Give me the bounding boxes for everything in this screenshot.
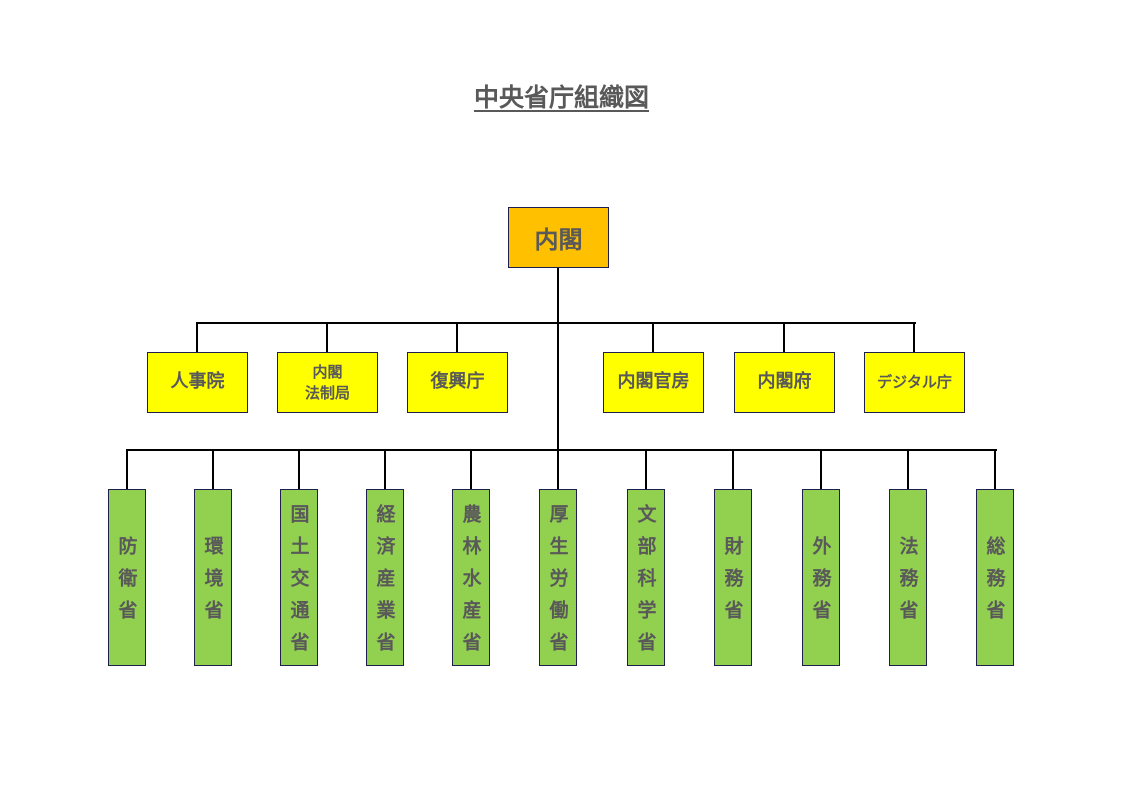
node-label: 農林水産省 <box>459 504 482 664</box>
node-label: 防衛省 <box>115 536 138 632</box>
ministry-connector <box>298 450 300 489</box>
agency-connector <box>196 323 198 352</box>
node-label: 財務省 <box>721 536 744 632</box>
node-ministry: 経済産業省 <box>366 489 404 666</box>
node-digital-agency: デジタル庁 <box>864 352 965 413</box>
ministry-connector <box>384 450 386 489</box>
node-label: 内閣 <box>534 226 583 254</box>
node-ministry: 財務省 <box>714 489 752 666</box>
node-label: 法務省 <box>896 536 919 632</box>
node-cabinet-secretariat: 内閣官房 <box>603 352 704 413</box>
node-cabinet: 内閣 <box>508 207 609 268</box>
node-ministry: 国土交通省 <box>280 489 318 666</box>
node-ministry: 厚生労働省 <box>539 489 577 666</box>
ministry-connector <box>557 450 559 489</box>
agency-connector <box>783 323 785 352</box>
node-ministry: 環境省 <box>194 489 232 666</box>
title-text: 中央省庁組織図 <box>473 83 649 112</box>
ministry-bus-line <box>126 449 997 451</box>
ministry-connector <box>470 450 472 489</box>
node-cabinet-legislation-bureau: 内閣 法制局 <box>277 352 378 413</box>
node-label: デジタル庁 <box>877 373 952 392</box>
node-label: 人事院 <box>170 371 225 393</box>
ministry-connector <box>212 450 214 489</box>
node-label: 内閣府 <box>757 371 812 393</box>
agency-connector <box>326 323 328 352</box>
root-connector <box>557 267 559 451</box>
node-label: 文部科学省 <box>634 504 657 664</box>
node-cabinet-office: 内閣府 <box>734 352 835 413</box>
agency-connector <box>652 323 654 352</box>
node-label: 内閣官房 <box>617 371 690 393</box>
node-jinjiin: 人事院 <box>147 352 248 413</box>
ministry-connector <box>994 450 996 489</box>
ministry-connector <box>732 450 734 489</box>
node-label: 経済産業省 <box>373 504 396 664</box>
chart-title: 中央省庁組織図 <box>0 78 1123 114</box>
node-ministry: 総務省 <box>976 489 1014 666</box>
ministry-connector <box>820 450 822 489</box>
node-ministry: 文部科学省 <box>627 489 665 666</box>
node-label: 復興庁 <box>430 371 485 393</box>
node-reconstruction-agency: 復興庁 <box>407 352 508 413</box>
agency-bus-line <box>196 322 916 324</box>
node-label: 総務省 <box>983 536 1006 632</box>
node-label: 国土交通省 <box>287 504 310 664</box>
node-ministry: 外務省 <box>802 489 840 666</box>
node-label: 内閣 法制局 <box>304 363 350 402</box>
node-label: 厚生労働省 <box>546 504 569 664</box>
node-ministry: 法務省 <box>889 489 927 666</box>
ministry-connector <box>126 450 128 489</box>
node-ministry: 防衛省 <box>108 489 146 666</box>
node-ministry: 農林水産省 <box>452 489 490 666</box>
node-label: 環境省 <box>201 536 224 632</box>
agency-connector <box>456 323 458 352</box>
ministry-connector <box>907 450 909 489</box>
ministry-connector <box>645 450 647 489</box>
agency-connector <box>913 323 915 352</box>
node-label: 外務省 <box>809 536 832 632</box>
